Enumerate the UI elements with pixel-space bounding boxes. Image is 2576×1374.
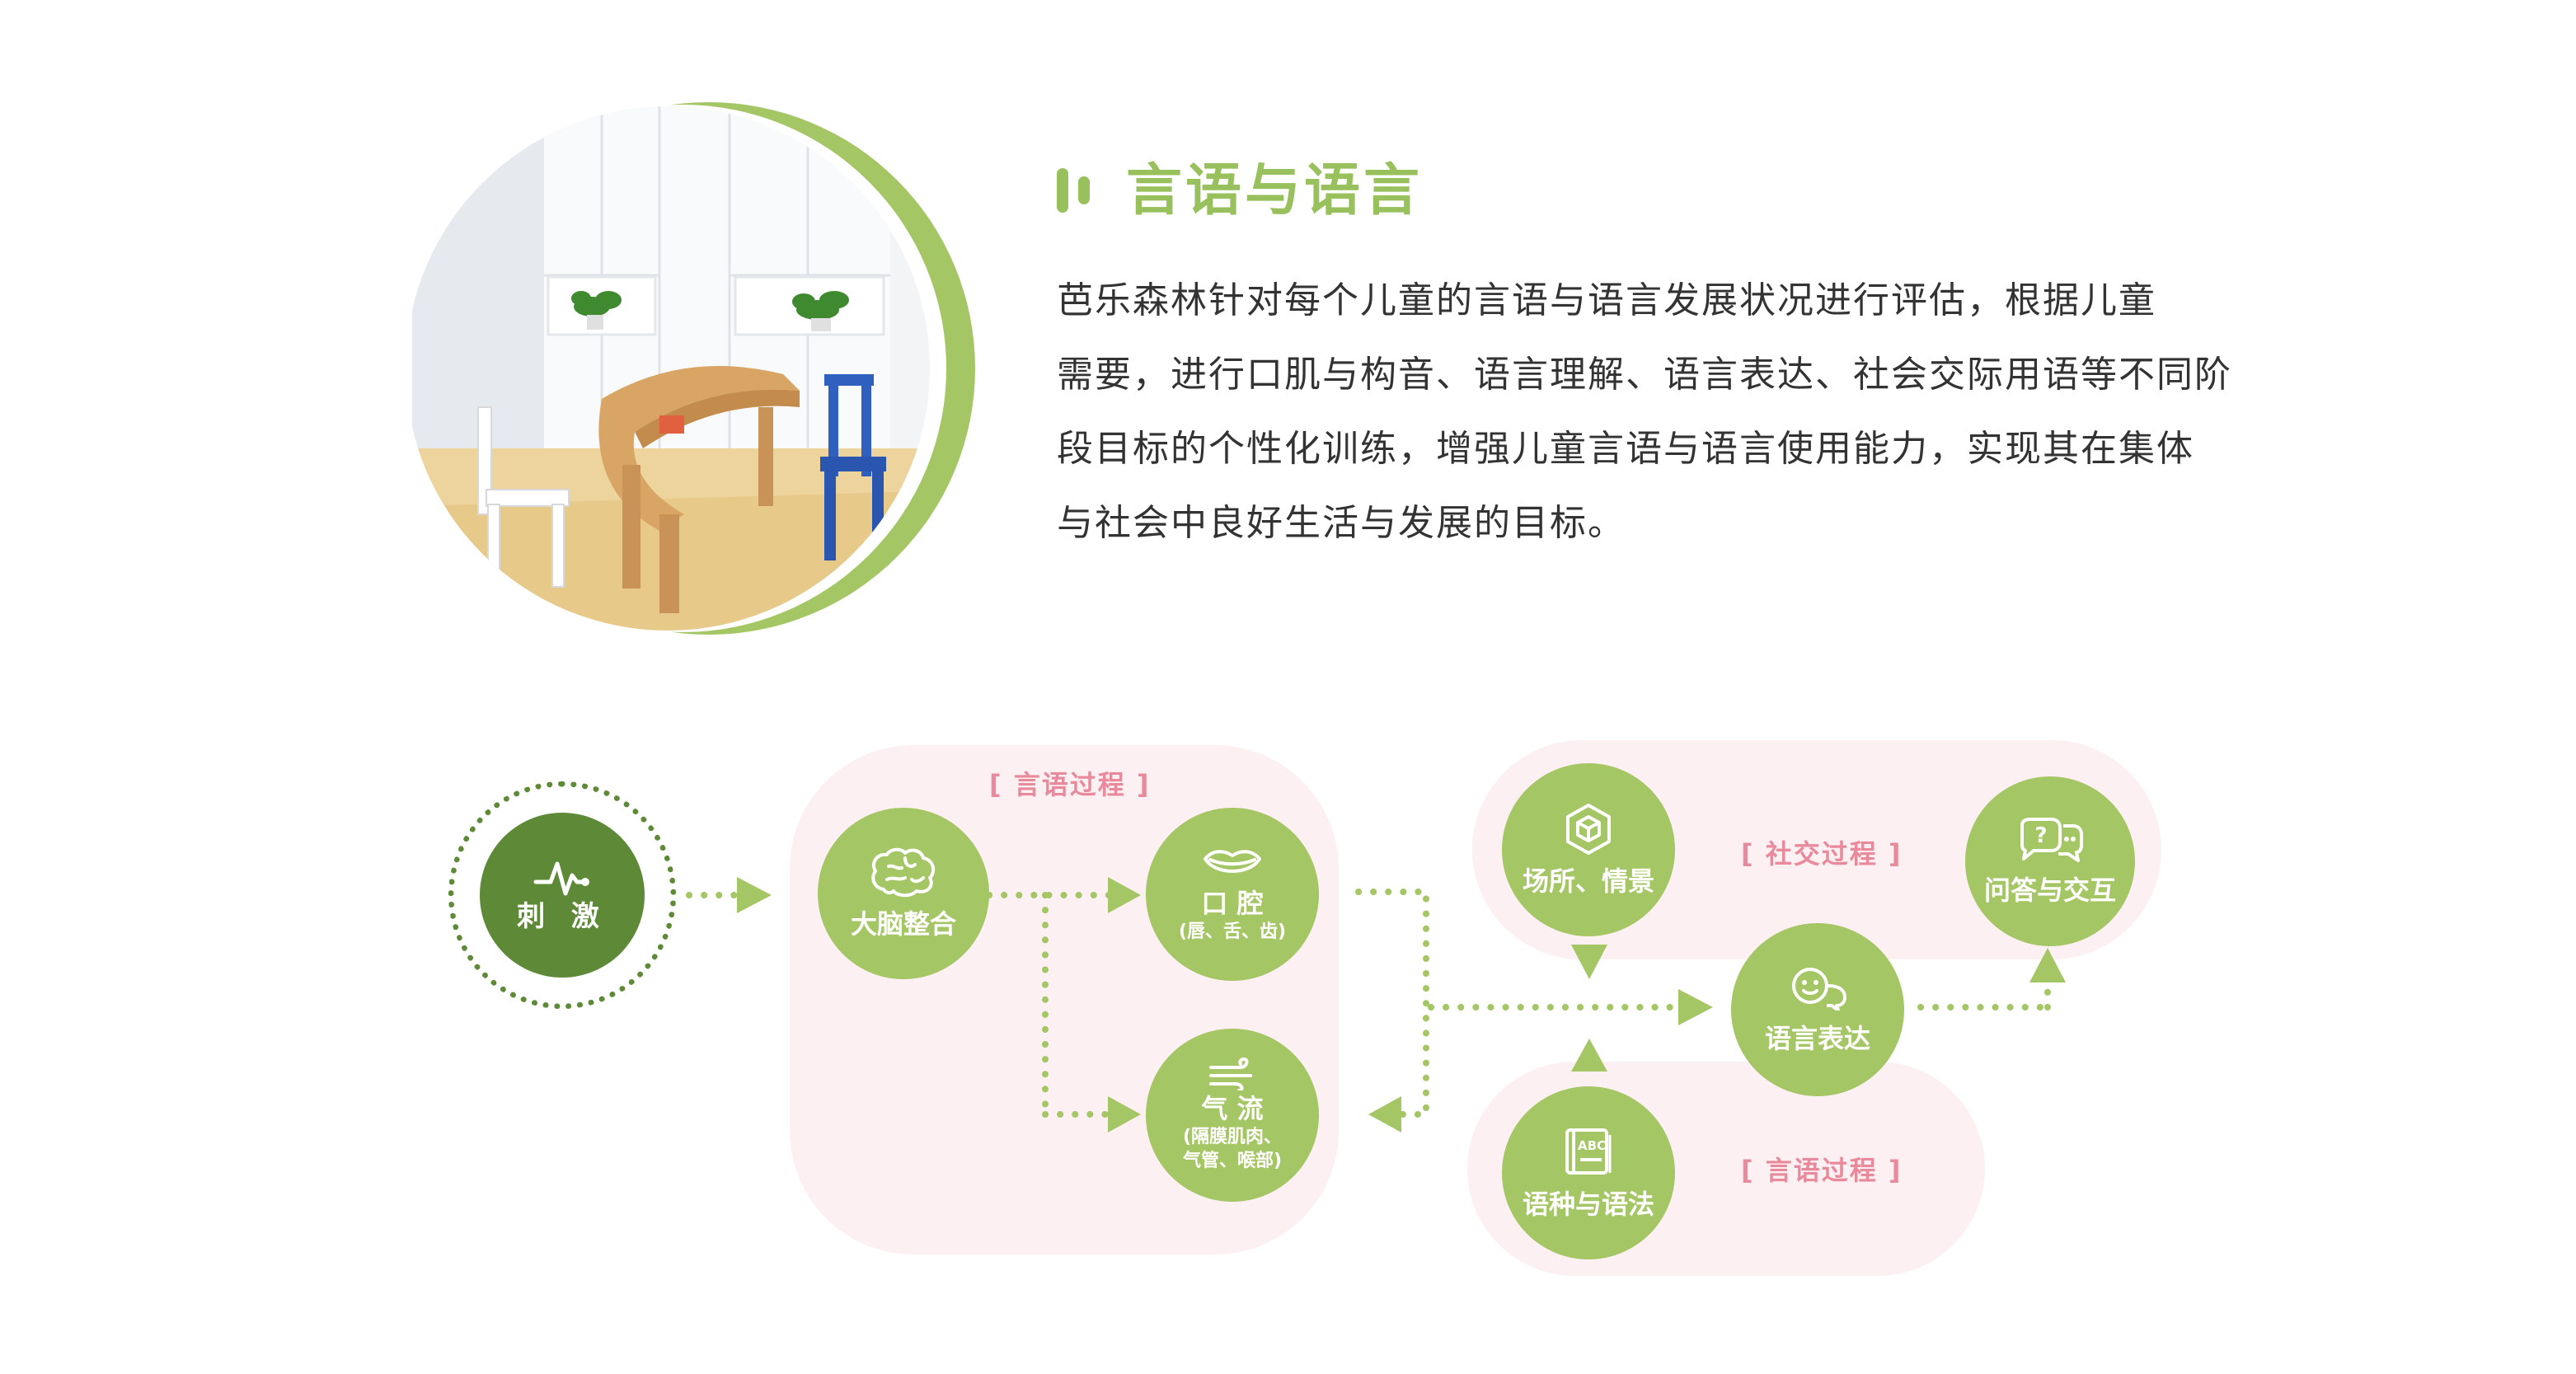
social-process-label: [ 社交过程 ] [1741,838,1903,870]
language-expression-node: 语言表达 [1731,923,1904,1096]
section-paragraph: 芭乐森林针对每个儿童的言语与语言发展状况进行评估，根据儿童 需要，进行口肌与构音… [1057,264,2232,560]
qa-interaction-label: 问答与交互 [1983,875,2116,906]
therapy-room-photo [412,102,975,635]
language-grammar-node: ABC 语种与语法 [1502,1086,1675,1259]
airflow-sub-label: (隔膜肌肉、 [1182,1127,1283,1147]
mouth-sub-label: (唇、舌、齿) [1178,921,1287,942]
place-scene-label: 场所、情景 [1522,865,1654,897]
paragraph-line: 与社会中良好生活与发展的目标。 [1057,502,1626,544]
qa-interaction-node: ? 问答与交互 [1965,776,2135,946]
svg-text:?: ? [2034,823,2047,848]
title-marker-icon [1057,168,1090,213]
airflow-label: 气 流 [1201,1093,1264,1124]
airflow-node: 气 流 (隔膜肌肉、 气管、喉部) [1146,1029,1319,1202]
stimulus-label: 刺 激 [517,900,608,933]
brain-integration-node: 大脑整合 [818,808,989,979]
smile-chat-icon [1792,968,1846,1011]
speech-process-label-2: [ 言语过程 ] [1741,1155,1903,1186]
paragraph-line: 段目标的个性化训练，增强儿童言语与语言使用能力，实现其在集体 [1057,428,2194,470]
lips-icon [1204,849,1261,873]
pulse-icon [533,861,589,896]
brain-icon [871,847,936,898]
airflow-sub-label: 气管、喉部) [1182,1151,1283,1171]
language-expression-label: 语言表达 [1764,1023,1870,1054]
section-title: 言语与语言 [1126,158,1424,223]
wind-icon [1209,1057,1252,1090]
brain-integration-label: 大脑整合 [850,908,956,940]
mouth-node: 口 腔 (唇、舌、齿) [1146,808,1319,981]
language-grammar-label: 语种与语法 [1522,1189,1654,1220]
paragraph-line: 芭乐森林针对每个儿童的言语与语言发展状况进行评估，根据儿童 [1057,279,2156,321]
svg-text:ABC: ABC [1578,1138,1606,1153]
paragraph-line: 需要，进行口肌与构音、语言理解、语言表达、社会交际用语等不同阶 [1057,354,2232,396]
cube-icon [1566,804,1611,855]
abc-book-icon: ABC [1565,1128,1612,1175]
mouth-label: 口 腔 [1201,887,1264,919]
chat-bubbles-icon: ? [2020,818,2083,862]
stimulus-node: 刺 激 [480,813,645,978]
speech-process-label: [ 言语过程 ] [989,769,1151,800]
place-scene-node: 场所、情景 [1502,763,1675,936]
stimulus-ring [448,781,676,1009]
